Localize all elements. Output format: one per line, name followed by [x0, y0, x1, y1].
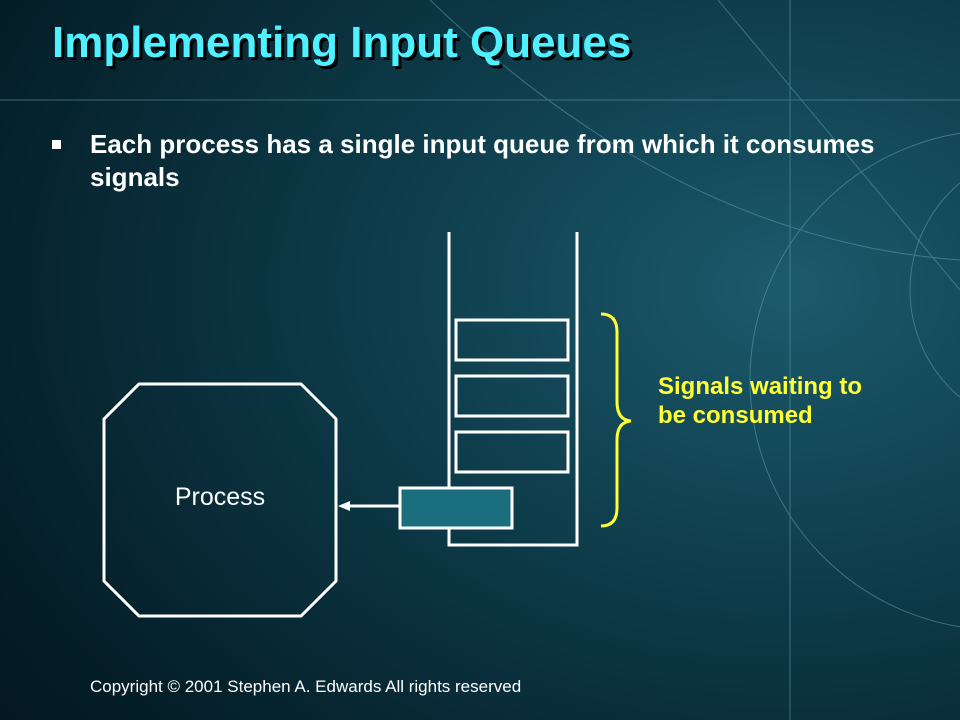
queued-signal — [454, 374, 570, 418]
curly-brace — [600, 312, 632, 528]
slide-title: Implementing Input Queues — [52, 18, 632, 67]
queue-container — [447, 232, 579, 547]
dequeued-signal — [398, 486, 514, 530]
square-bullet-icon — [52, 140, 61, 149]
queued-signal — [454, 430, 570, 474]
queued-signal — [454, 318, 570, 362]
process-octagon — [102, 382, 338, 618]
arrow-head-icon — [338, 501, 350, 511]
copyright-footer: Copyright © 2001 Stephen A. Edwards All … — [90, 677, 522, 696]
bullet-text: Each process has a single input queue fr… — [90, 129, 875, 192]
process-label: Process — [174, 483, 266, 511]
signals-waiting-callout: Signals waiting to be consumed — [658, 373, 863, 429]
